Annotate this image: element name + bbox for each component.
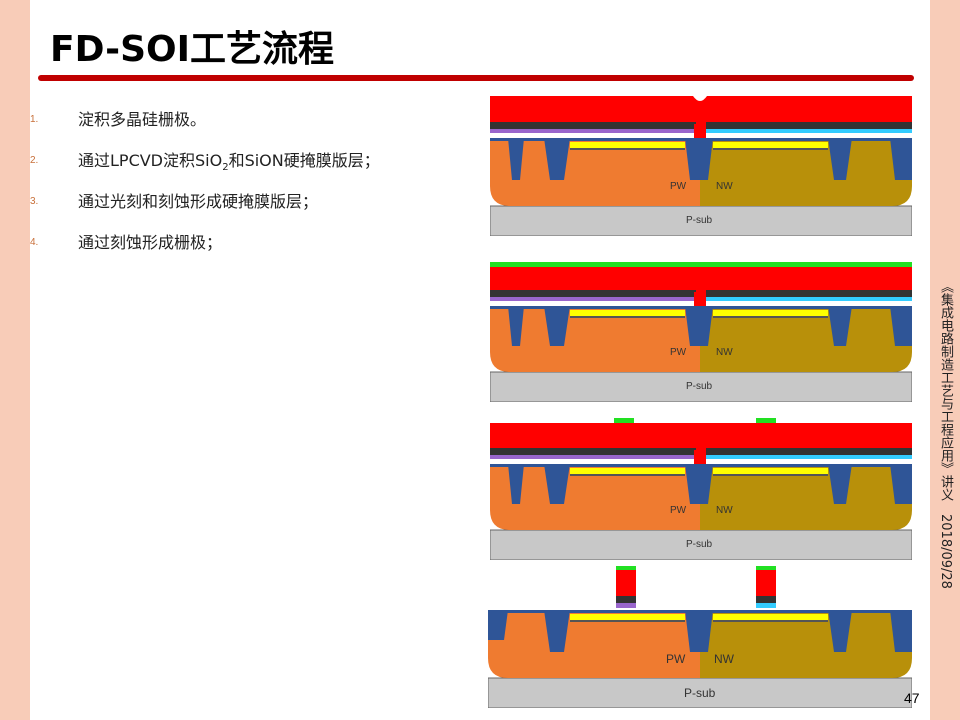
step-text: 通过刻蚀形成栅极； <box>78 233 223 252</box>
title-underline <box>38 75 914 81</box>
page-number: 47 <box>904 690 920 706</box>
side-caption: 《集成电路制造工艺与工程应用》讲义 2018/09/28 <box>938 280 953 589</box>
psub-label: P-sub <box>686 381 713 392</box>
psub-label: P-sub <box>686 215 713 226</box>
psub-label: P-sub <box>686 539 713 550</box>
pw-label: PW <box>670 181 687 192</box>
step-item-3: 3. 通过光刻和刻蚀形成硬掩膜版层； <box>30 188 470 229</box>
step-item-4: 4. 通过刻蚀形成栅极； <box>30 229 470 270</box>
process-diagram-2: PW NW P-sub <box>490 262 912 402</box>
slide-title: FD-SOI工艺流程 <box>50 29 335 70</box>
right-decor-bar <box>930 0 960 720</box>
step-number: 4. <box>30 237 39 248</box>
process-diagram-4: PW NW P-sub <box>488 566 912 708</box>
step-item-1: 1. 淀积多晶硅栅极。 <box>30 106 470 147</box>
step-number: 1. <box>30 114 39 125</box>
step-list: 1. 淀积多晶硅栅极。 2. 通过LPCVD淀积SiO2和SiON硬掩膜版层； … <box>30 106 470 270</box>
step-number: 2. <box>30 155 39 166</box>
step-text: 淀积多晶硅栅极。 <box>78 110 207 129</box>
process-diagram-1: PW NW P-sub <box>490 96 912 236</box>
nw-label: NW <box>716 347 733 358</box>
nw-label: NW <box>716 181 733 192</box>
nw-label: NW <box>716 505 733 516</box>
step-text-part: 通过LPCVD淀积SiO <box>78 151 223 170</box>
step-item-2: 2. 通过LPCVD淀积SiO2和SiON硬掩膜版层； <box>30 147 470 188</box>
step-text: 通过光刻和刻蚀形成硬掩膜版层； <box>78 192 319 211</box>
pw-label: PW <box>670 505 687 516</box>
left-decor-bar <box>0 0 30 720</box>
psub-label: P-sub <box>684 686 716 700</box>
pw-label: PW <box>670 347 687 358</box>
pw-label: PW <box>666 652 686 666</box>
nw-label: NW <box>714 652 735 666</box>
step-number: 3. <box>30 196 39 207</box>
process-diagram-3: PW NW P-sub <box>490 418 912 560</box>
subscript: 2 <box>222 162 229 174</box>
step-text-part: 和SiON硬掩膜版层； <box>228 151 380 170</box>
step-text: 通过LPCVD淀积SiO2和SiON硬掩膜版层； <box>78 147 380 173</box>
